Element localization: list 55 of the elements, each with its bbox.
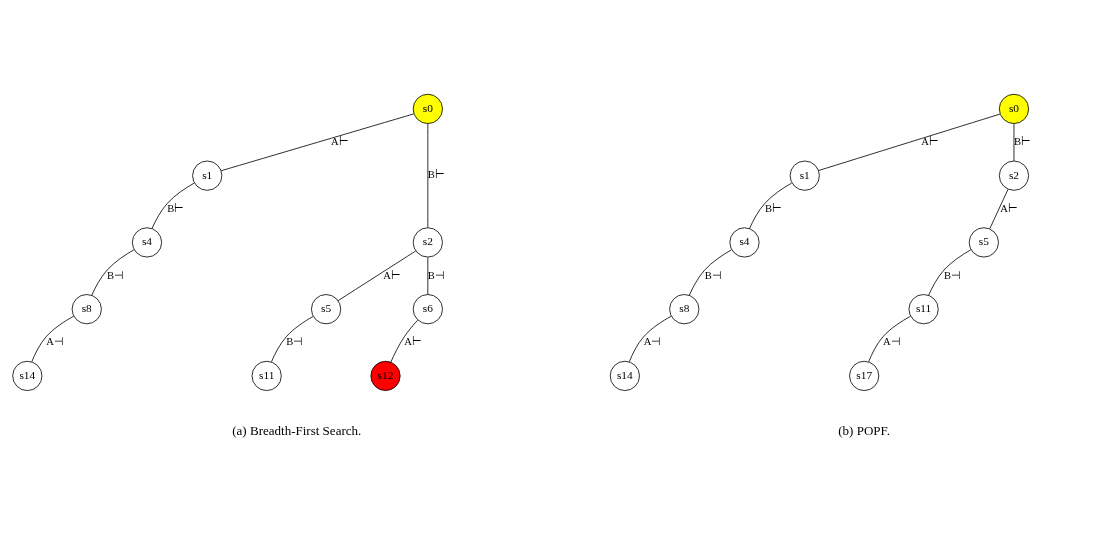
edge-label: A⊢ xyxy=(331,136,349,148)
node-circle: s0 xyxy=(412,93,443,124)
node-circle: s5 xyxy=(968,227,999,258)
node-circle: s14 xyxy=(12,360,43,391)
node-circle: s4 xyxy=(729,227,760,258)
connector xyxy=(390,319,419,363)
connector xyxy=(337,250,417,302)
node-circle: s0 xyxy=(998,93,1030,124)
edge-label: B⊢ xyxy=(764,202,782,214)
node-circle: s5 xyxy=(311,294,342,325)
edge-label: B⊢ xyxy=(1013,136,1032,148)
edge-label: A⊣ xyxy=(643,336,662,348)
connector xyxy=(427,123,429,228)
connector xyxy=(749,182,793,229)
node-circle: s11 xyxy=(251,360,282,391)
edge-label: A⊣ xyxy=(46,336,64,348)
connector xyxy=(427,256,429,295)
edge-label: B⊣ xyxy=(943,269,962,281)
connector xyxy=(818,113,1001,171)
node-circle: s8 xyxy=(71,294,102,325)
connector xyxy=(688,249,732,296)
node-circle: s14 xyxy=(609,360,640,391)
label: (b) POPF. xyxy=(838,423,891,439)
edge-label: A⊢ xyxy=(383,269,401,281)
node-circle: s1 xyxy=(789,160,820,191)
connector xyxy=(220,113,415,172)
node-circle: s2 xyxy=(998,160,1030,191)
edge-label: B⊣ xyxy=(427,269,445,281)
edge-label: A⊢ xyxy=(1000,202,1018,214)
connector xyxy=(989,188,1009,230)
edge-label: B⊣ xyxy=(107,269,125,281)
edge-label: A⊢ xyxy=(404,336,423,348)
connector xyxy=(1013,123,1015,162)
edge-label: A⊢ xyxy=(921,136,939,148)
edge-label: B⊣ xyxy=(704,269,722,281)
node-circle: s2 xyxy=(412,227,443,258)
node-circle: s6 xyxy=(412,294,443,325)
node-circle: s8 xyxy=(669,294,700,325)
node-circle: s11 xyxy=(908,294,939,325)
edge-label: B⊣ xyxy=(286,336,304,348)
connector xyxy=(868,315,911,363)
connector xyxy=(31,315,75,363)
connector xyxy=(271,316,314,363)
connector xyxy=(91,249,135,296)
label: (a) Breadth-First Search. xyxy=(232,423,362,439)
node-circle: s12 xyxy=(370,360,401,391)
edge-label: A⊣ xyxy=(883,336,901,348)
edge-label: B⊢ xyxy=(167,202,185,214)
edge-label: B⊢ xyxy=(427,169,445,181)
node-circle: s17 xyxy=(849,360,880,391)
node-circle: s4 xyxy=(131,227,163,258)
connector xyxy=(628,315,672,363)
node-circle: s1 xyxy=(192,160,223,191)
connector xyxy=(928,249,972,296)
connector xyxy=(151,182,195,229)
